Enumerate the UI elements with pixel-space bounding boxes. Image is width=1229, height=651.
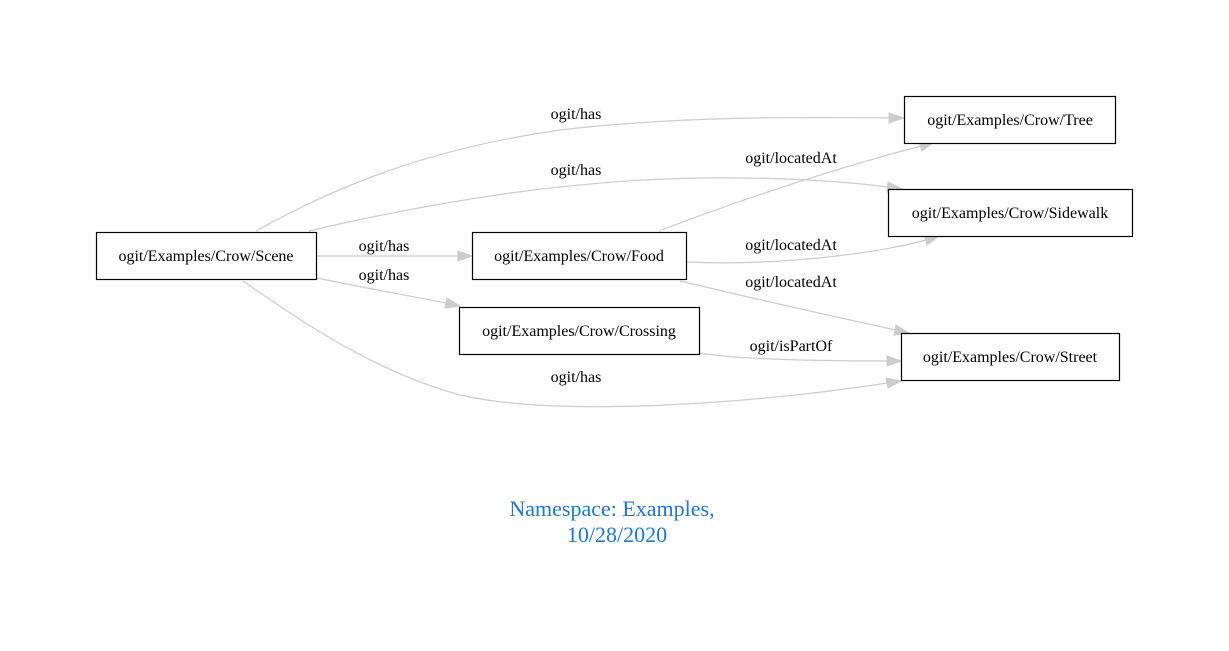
edge-crossing-street: ogit/isPartOf (699, 338, 903, 367)
edge-scene-street: ogit/has (242, 280, 903, 408)
edge-label-food-tree: ogit/locatedAt (745, 150, 837, 167)
node-label-crossing: ogit/Examples/Crow/Crossing (482, 323, 676, 340)
edge-scene-crossing: ogit/has (316, 267, 462, 309)
node-label-street: ogit/Examples/Crow/Street (923, 349, 1098, 366)
edge-label-food-sidewalk: ogit/locatedAt (745, 237, 837, 254)
nodes: ogit/Examples/Crow/Scene ogit/Examples/C… (95, 95, 1134, 382)
edge-label-scene-food: ogit/has (359, 238, 410, 255)
node-label-scene: ogit/Examples/Crow/Scene (118, 248, 293, 265)
edge-label-food-street: ogit/locatedAt (745, 274, 837, 291)
node-food[interactable]: ogit/Examples/Crow/Food (471, 231, 688, 281)
node-sidewalk[interactable]: ogit/Examples/Crow/Sidewalk (887, 188, 1134, 238)
edges: ogit/has ogit/has ogit/has ogit/has ogit… (242, 106, 941, 408)
node-scene[interactable]: ogit/Examples/Crow/Scene (95, 231, 318, 281)
edge-label-scene-sidewalk: ogit/has (551, 162, 602, 179)
node-label-food: ogit/Examples/Crow/Food (494, 248, 664, 265)
edge-label-scene-tree: ogit/has (551, 106, 602, 123)
edge-food-sidewalk: ogit/locatedAt (686, 234, 941, 264)
caption-date: 10/28/2020 (567, 522, 667, 547)
caption: Namespace: Examples, 10/28/2020 (509, 496, 714, 547)
node-label-tree: ogit/Examples/Crow/Tree (927, 112, 1093, 129)
edge-label-crossing-street: ogit/isPartOf (750, 338, 833, 355)
node-label-sidewalk: ogit/Examples/Crow/Sidewalk (912, 205, 1108, 222)
edge-food-street: ogit/locatedAt (679, 274, 911, 336)
edge-label-scene-crossing: ogit/has (359, 267, 410, 284)
edge-label-scene-street: ogit/has (551, 369, 602, 386)
node-tree[interactable]: ogit/Examples/Crow/Tree (903, 95, 1117, 145)
caption-namespace: Namespace: Examples, (509, 496, 714, 521)
node-crossing[interactable]: ogit/Examples/Crow/Crossing (458, 306, 701, 356)
edge-scene-tree: ogit/has (255, 106, 906, 232)
edge-scene-food: ogit/has (317, 238, 474, 262)
node-street[interactable]: ogit/Examples/Crow/Street (900, 332, 1121, 382)
edge-scene-sidewalk: ogit/has (308, 162, 904, 232)
